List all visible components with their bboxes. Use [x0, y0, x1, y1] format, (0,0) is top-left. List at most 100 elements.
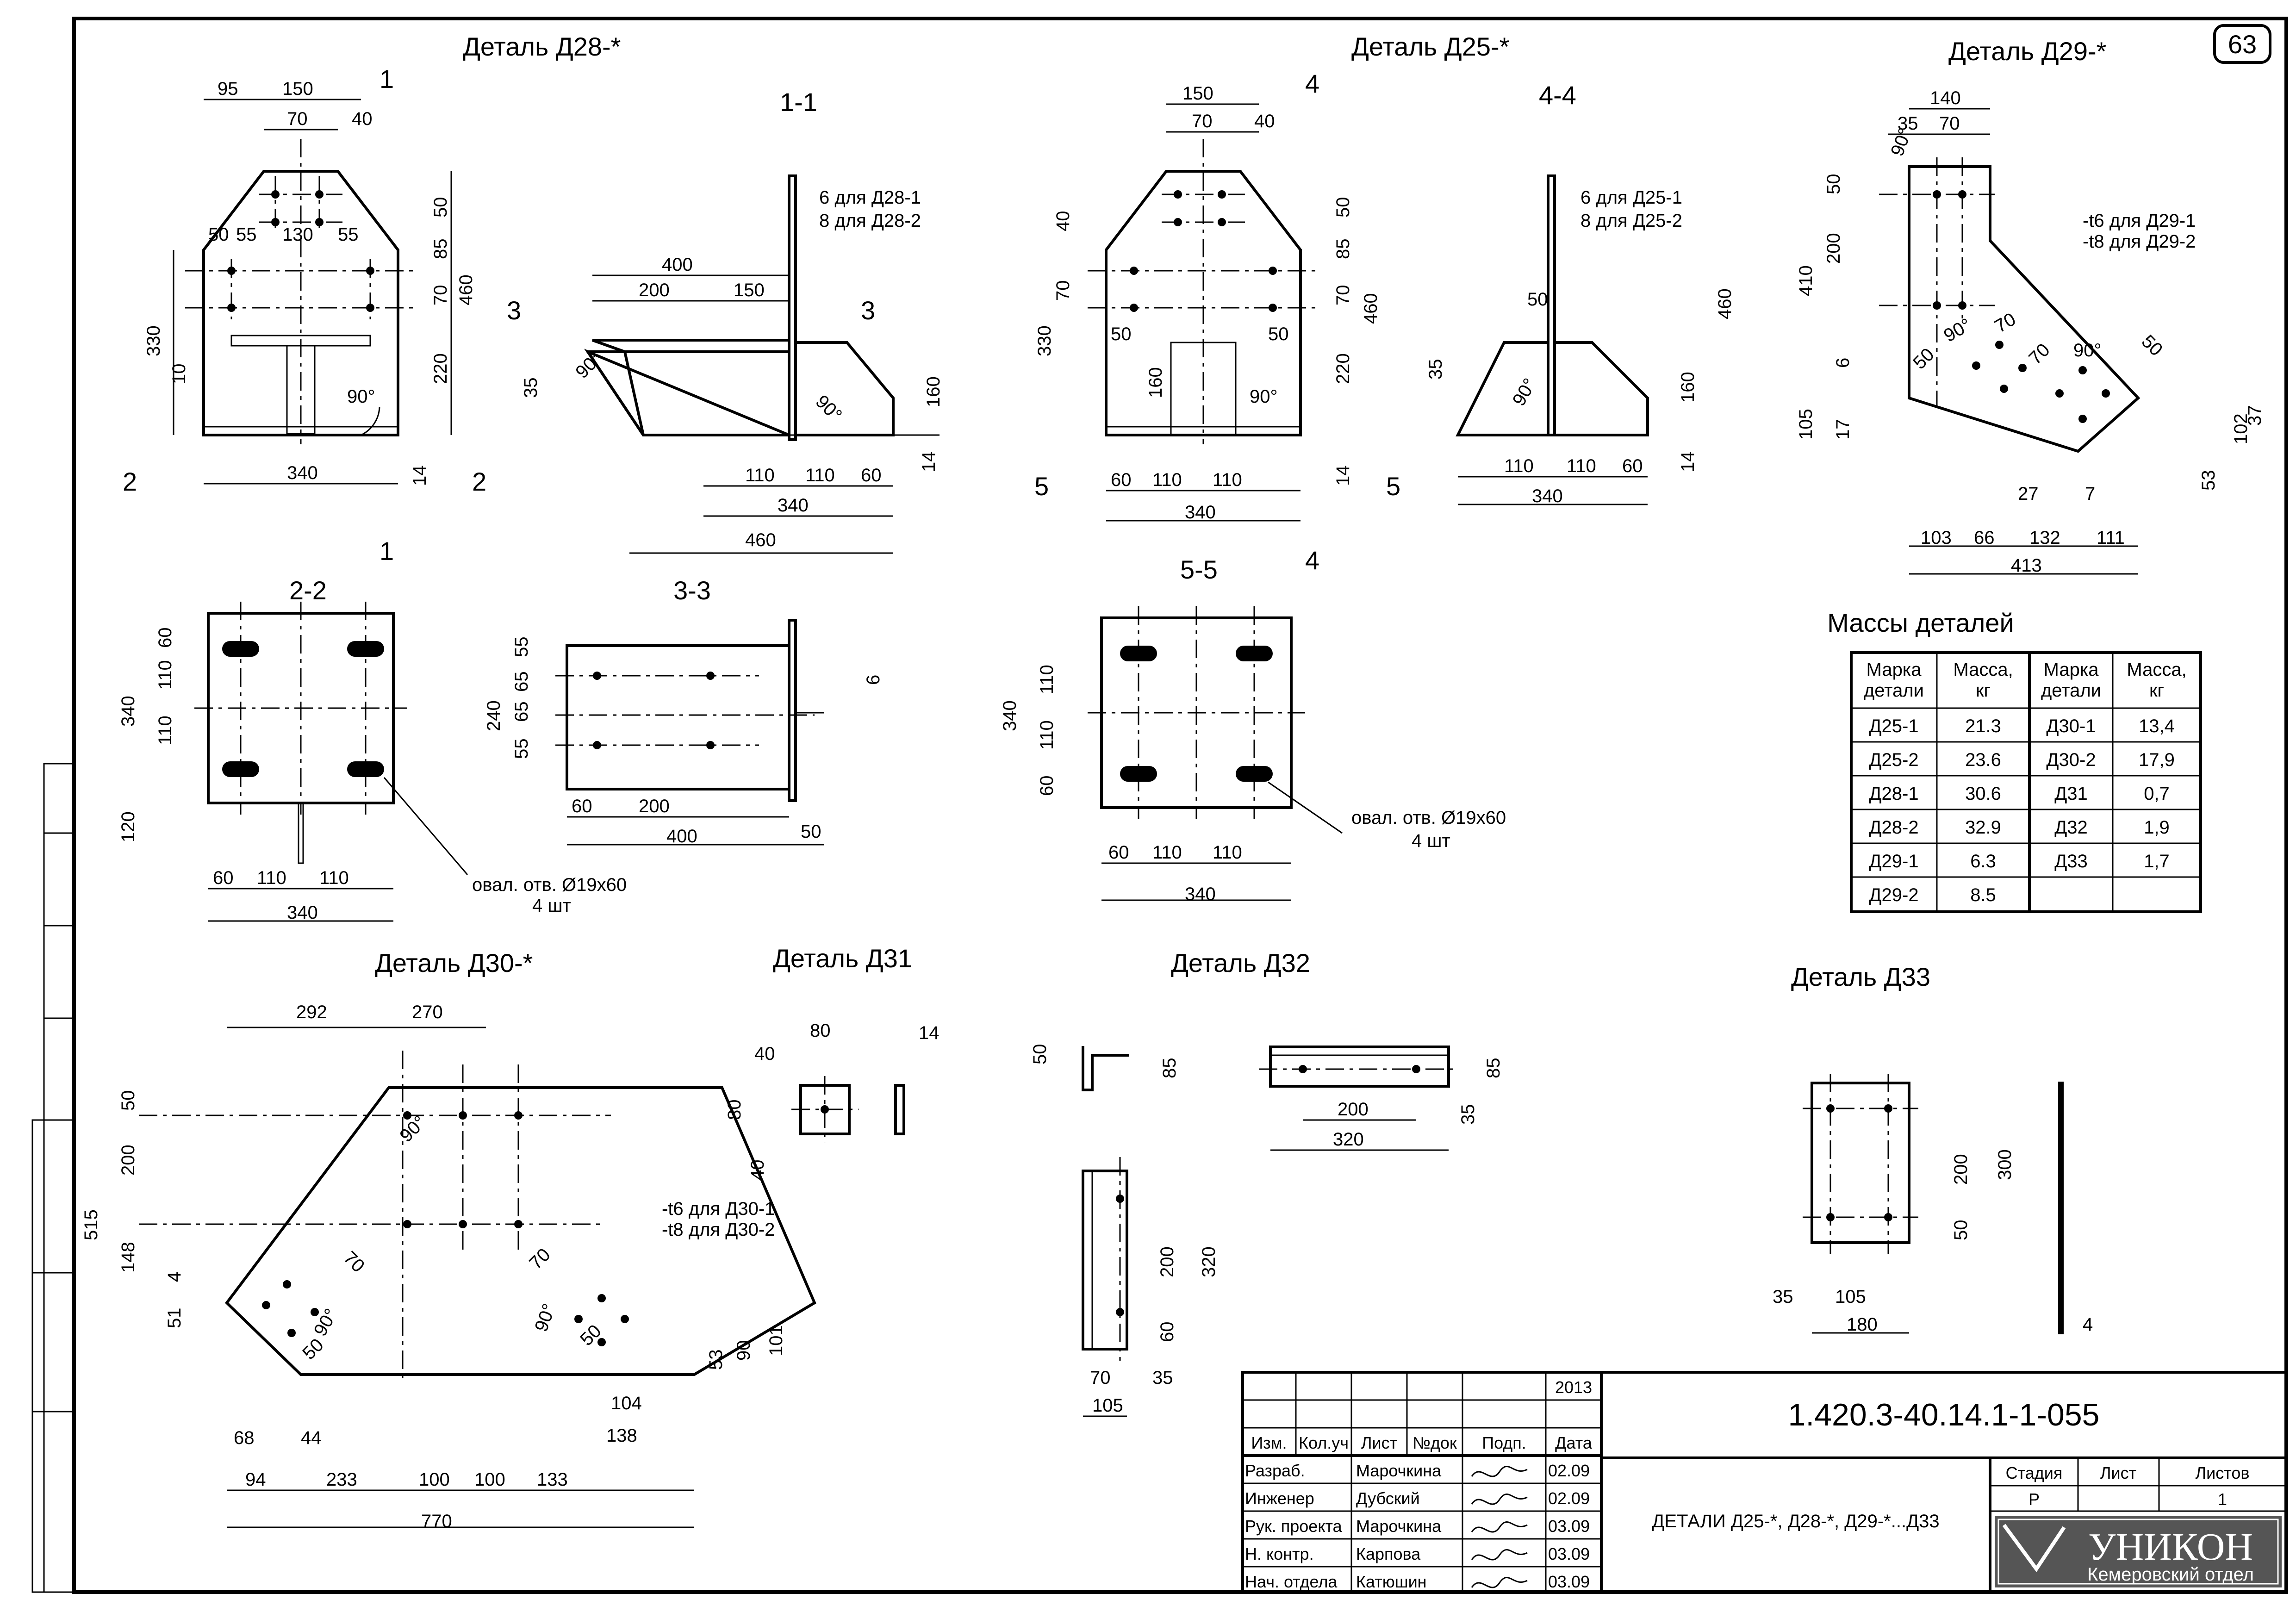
svg-text:400: 400: [662, 255, 693, 275]
svg-text:3: 3: [861, 296, 875, 325]
svg-text:Рук. проекта: Рук. проекта: [1245, 1517, 1343, 1536]
svg-text:6 для Д28-1: 6 для Д28-1: [819, 187, 921, 208]
svg-text:70: 70: [1192, 111, 1213, 131]
title-d31: Деталь Д31: [773, 944, 912, 973]
svg-text:50: 50: [208, 224, 229, 245]
svg-text:1,7: 1,7: [2144, 851, 2170, 871]
masses-title: Массы деталей: [1827, 608, 2014, 637]
svg-text:Д25-2: Д25-2: [1869, 750, 1918, 770]
svg-text:68: 68: [234, 1428, 255, 1448]
svg-text:80: 80: [724, 1100, 745, 1120]
svg-text:кг: кг: [2149, 680, 2164, 701]
svg-text:55: 55: [511, 739, 532, 759]
svg-text:90°: 90°: [396, 1112, 430, 1146]
svg-text:200: 200: [1951, 1154, 1971, 1185]
title-d32: Деталь Д32: [1171, 948, 1310, 977]
svg-text:292: 292: [296, 1002, 327, 1022]
svg-text:40: 40: [352, 109, 373, 129]
svg-text:Н. контр.: Н. контр.: [1245, 1544, 1314, 1563]
svg-text:50: 50: [430, 197, 451, 218]
svg-text:340: 340: [1000, 700, 1020, 731]
svg-text:200: 200: [639, 280, 670, 300]
svg-text:90°: 90°: [2073, 340, 2102, 361]
svg-text:60: 60: [213, 868, 234, 888]
svg-text:460: 460: [745, 530, 776, 550]
svg-text:85: 85: [430, 239, 451, 260]
svg-text:14: 14: [410, 466, 430, 486]
section-label-2-2: 2-2: [289, 576, 327, 605]
svg-text:60: 60: [1111, 470, 1132, 490]
svg-text:160: 160: [1678, 372, 1698, 403]
svg-text:50: 50: [2138, 331, 2167, 360]
title-block: 2013 Изм. Кол.уч Лист №док Подп. Дата Ра…: [1241, 1371, 2288, 1593]
svg-text:40: 40: [754, 1044, 775, 1064]
svg-text:410: 410: [1796, 265, 1816, 296]
svg-text:1: 1: [380, 536, 394, 566]
svg-text:60: 60: [1622, 456, 1643, 476]
svg-text:515: 515: [81, 1209, 101, 1240]
svg-text:70: 70: [1991, 309, 2020, 336]
svg-text:148: 148: [118, 1242, 138, 1273]
svg-text:105: 105: [1835, 1287, 1866, 1307]
svg-text:1: 1: [2218, 1490, 2227, 1509]
svg-text:200: 200: [118, 1145, 138, 1176]
svg-text:Д29-1: Д29-1: [1869, 851, 1918, 871]
svg-text:Карпова: Карпова: [1356, 1544, 1421, 1563]
svg-text:-t8 для Д30-2: -t8 для Д30-2: [662, 1220, 775, 1240]
svg-text:13,4: 13,4: [2139, 716, 2175, 736]
svg-text:132: 132: [2029, 528, 2060, 548]
svg-text:50: 50: [118, 1090, 138, 1111]
svg-text:60: 60: [1157, 1322, 1177, 1343]
title-d30: Деталь Д30-*: [375, 948, 533, 977]
svg-text:400: 400: [666, 826, 697, 846]
svg-text:Подп.: Подп.: [1482, 1433, 1526, 1452]
svg-text:4: 4: [1305, 546, 1319, 575]
svg-text:Марочкина: Марочкина: [1356, 1461, 1442, 1480]
svg-text:70: 70: [287, 109, 308, 129]
svg-text:35: 35: [1458, 1104, 1478, 1125]
svg-text:150: 150: [734, 280, 765, 300]
svg-text:Д28-2: Д28-2: [1869, 817, 1918, 838]
svg-text:21.3: 21.3: [1965, 716, 2001, 736]
svg-text:03.09: 03.09: [1548, 1544, 1590, 1563]
svg-text:66: 66: [1974, 528, 1995, 548]
svg-text:Марка: Марка: [1867, 660, 1922, 680]
svg-text:104: 104: [611, 1393, 642, 1413]
svg-text:50: 50: [1333, 197, 1353, 218]
svg-text:70: 70: [430, 285, 451, 306]
svg-text:Д30-1: Д30-1: [2046, 716, 2096, 736]
svg-text:103: 103: [1921, 528, 1952, 548]
svg-text:0,7: 0,7: [2144, 784, 2170, 804]
svg-text:37: 37: [2245, 405, 2265, 426]
svg-text:6: 6: [863, 675, 884, 685]
svg-text:55: 55: [338, 224, 359, 245]
svg-text:Д29-2: Д29-2: [1869, 885, 1918, 905]
svg-text:160: 160: [923, 376, 944, 407]
svg-text:110: 110: [745, 465, 775, 485]
svg-text:14: 14: [919, 452, 939, 473]
svg-text:160: 160: [1145, 367, 1166, 398]
svg-text:110: 110: [1152, 470, 1182, 490]
svg-text:Р: Р: [2028, 1490, 2040, 1509]
svg-text:90°: 90°: [347, 386, 375, 407]
svg-text:50: 50: [1268, 324, 1289, 344]
svg-text:Д31: Д31: [2054, 784, 2088, 804]
svg-text:кг: кг: [1976, 680, 1991, 701]
svg-text:102: 102: [2231, 413, 2251, 444]
svg-text:50: 50: [801, 822, 821, 842]
svg-text:Изм.: Изм.: [1251, 1433, 1287, 1452]
svg-text:460: 460: [456, 274, 476, 305]
svg-text:340: 340: [118, 696, 138, 727]
svg-text:детали: детали: [1864, 680, 1924, 701]
svg-text:340: 340: [1532, 486, 1563, 506]
svg-text:413: 413: [2011, 555, 2042, 576]
svg-text:Д32: Д32: [2054, 817, 2088, 838]
svg-text:60: 60: [1108, 842, 1129, 863]
svg-text:110: 110: [805, 465, 835, 485]
